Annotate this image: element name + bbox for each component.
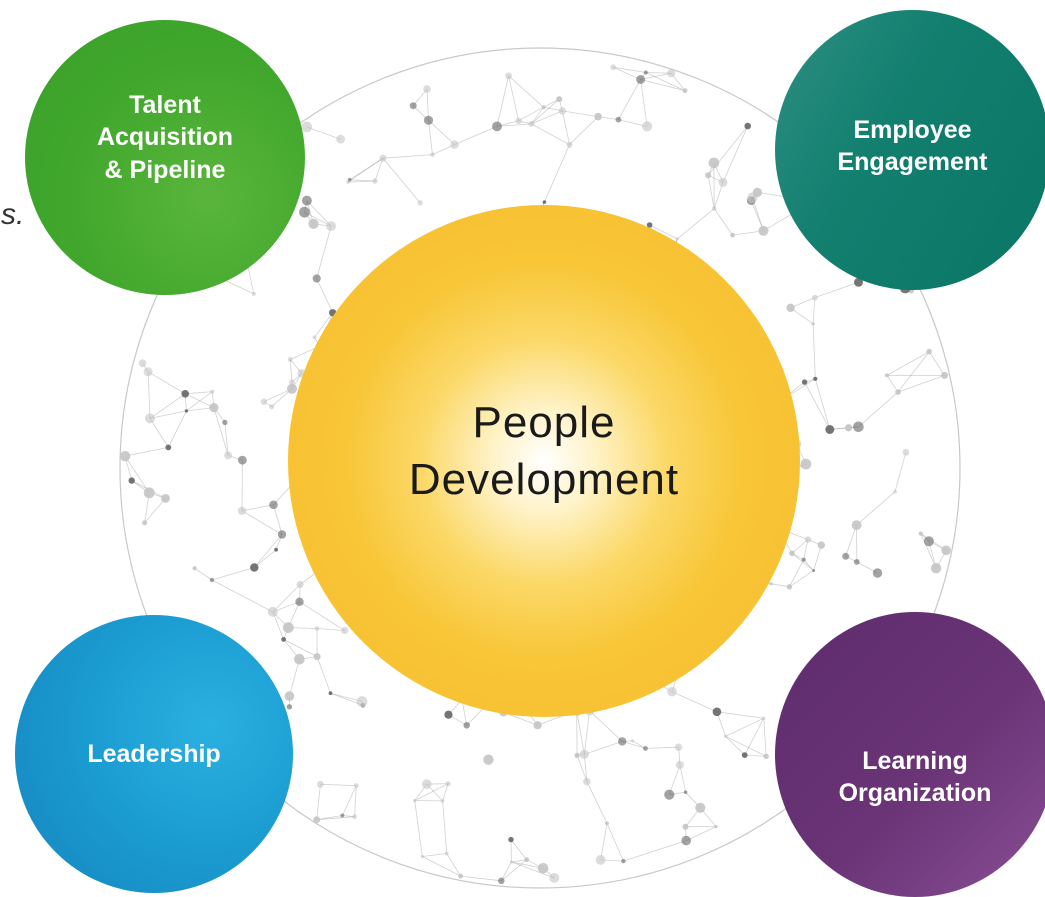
people-development-label: People Development <box>408 397 680 504</box>
cropped-text-fragment: s. <box>1 198 25 231</box>
people-development-circle: People Development <box>288 205 800 717</box>
employee-engagement-circle: Employee Engagement <box>775 10 1045 290</box>
leadership-circle: Leadership <box>15 615 293 893</box>
talent-acquisition-label: Talent Acquisition & Pipeline <box>96 90 234 184</box>
talent-acquisition-circle: Talent Acquisition & Pipeline <box>25 20 305 295</box>
employee-engagement-label: Employee Engagement <box>837 115 988 177</box>
leadership-label: Leadership <box>87 739 221 768</box>
learning-organization-label: Learning Organization <box>838 746 992 808</box>
learning-organization-circle: Learning Organization <box>775 612 1045 897</box>
